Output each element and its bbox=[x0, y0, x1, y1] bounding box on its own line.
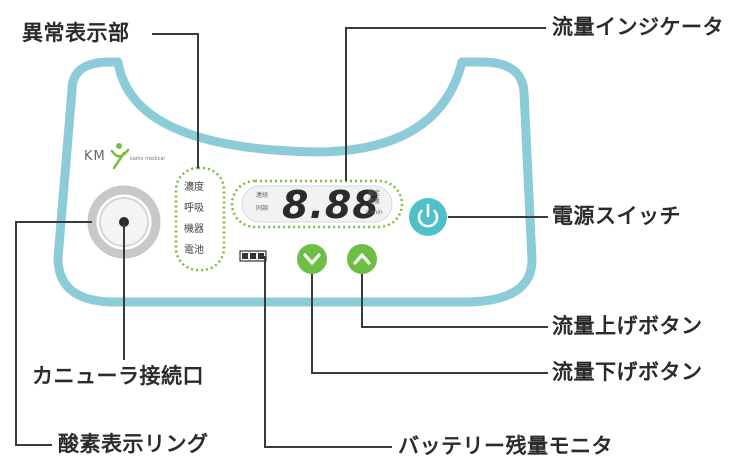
leader-flow-down bbox=[311, 274, 548, 374]
power-switch bbox=[409, 198, 447, 236]
leader-abnormal bbox=[152, 33, 199, 168]
logo-subtext: kaiho medical bbox=[130, 156, 165, 162]
label-flow-down-button: 流量下げボタン bbox=[552, 360, 703, 384]
status-item-device: 機器 bbox=[184, 224, 204, 235]
leader-flow-up bbox=[361, 274, 548, 328]
logo-mark bbox=[110, 143, 130, 170]
status-item-breathing: 呼吸 bbox=[184, 203, 204, 214]
status-box-outline bbox=[174, 166, 226, 272]
label-cannula-port: カニューラ接続口 bbox=[32, 364, 204, 388]
leader-lines bbox=[15, 27, 548, 448]
mode-pulse: 同調 bbox=[256, 205, 269, 212]
flow-up-button bbox=[347, 244, 377, 274]
status-item-battery: 電池 bbox=[184, 245, 204, 256]
label-abnormal-display: 異常表示部 bbox=[22, 21, 130, 45]
logo-text: KM bbox=[84, 149, 106, 164]
display-lcd bbox=[241, 185, 393, 223]
label-flow-up-button: 流量上げボタン bbox=[552, 314, 703, 338]
flow-value-readout: 8.88 bbox=[282, 183, 380, 227]
leader-flow-indicator bbox=[345, 27, 546, 181]
status-item-concentration: 濃度 bbox=[184, 182, 204, 193]
display-flow-label: 流量 bbox=[368, 198, 381, 205]
display-setting-label: 設定 bbox=[368, 190, 381, 197]
label-flow-indicator: 流量インジケータ bbox=[552, 15, 724, 39]
flow-down-button bbox=[297, 244, 327, 274]
leader-oxygen-ring bbox=[15, 221, 92, 446]
display-unit: L/min bbox=[366, 209, 383, 216]
mode-continuous: 連続 bbox=[256, 192, 269, 199]
display-box-outline bbox=[230, 179, 404, 229]
label-oxygen-ring: 酸素表示リング bbox=[58, 432, 209, 456]
label-battery-monitor: バッテリー残量モニタ bbox=[398, 434, 613, 458]
leader-battery bbox=[264, 256, 392, 448]
label-power-switch: 電源スイッチ bbox=[552, 204, 681, 228]
